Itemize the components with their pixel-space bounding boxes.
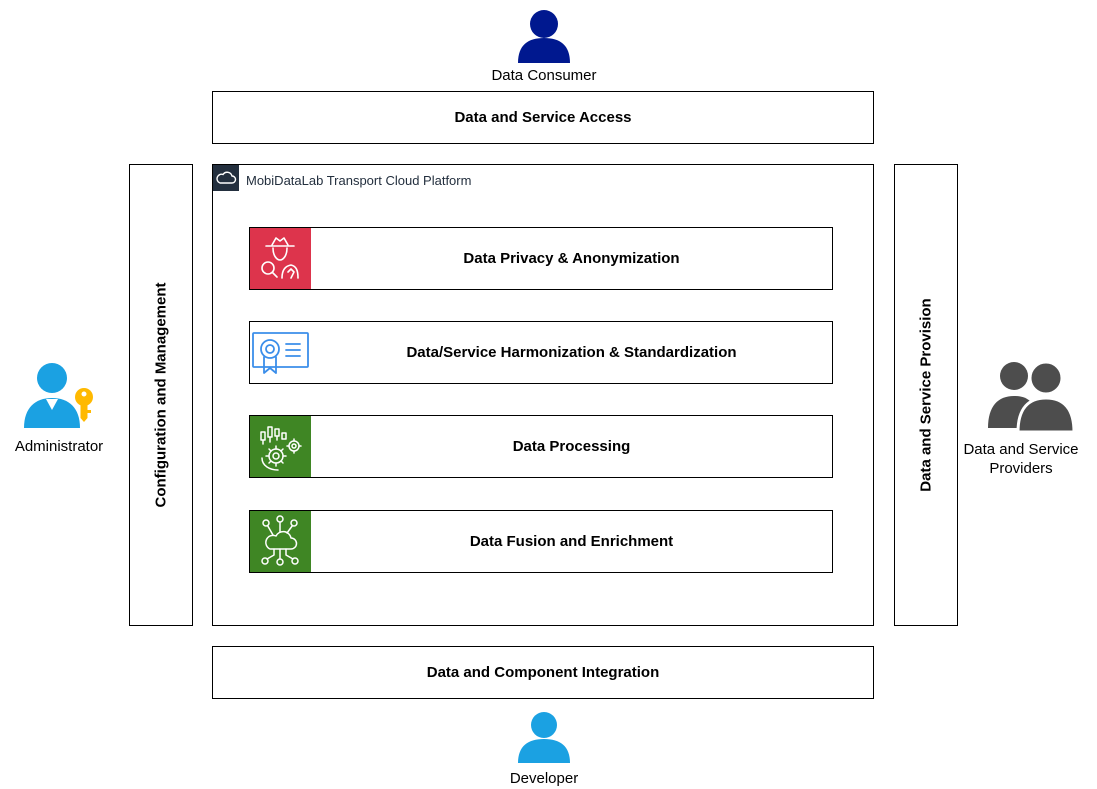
data-consumer-label: Data Consumer <box>491 67 597 84</box>
data-service-access-box: Data and Service Access <box>212 91 874 144</box>
user-icon <box>518 10 570 63</box>
data-processing-icon <box>250 416 311 477</box>
module-data-processing: Data Processing <box>249 415 833 478</box>
user-icon <box>518 712 570 763</box>
configuration-management-box: Configuration and Management <box>129 164 193 626</box>
module-label: Data Processing <box>512 438 631 455</box>
certificate-icon <box>250 322 311 383</box>
configuration-management-label: Configuration and Management <box>152 282 170 508</box>
data-service-provision-box: Data and Service Provision <box>894 164 958 626</box>
module-harmonization: Data/Service Harmonization & Standardiza… <box>249 321 833 384</box>
data-component-integration-box: Data and Component Integration <box>212 646 874 699</box>
providers-label-line2: Providers <box>989 460 1053 477</box>
module-data-fusion: Data Fusion and Enrichment <box>249 510 833 573</box>
data-component-integration-label: Data and Component Integration <box>426 664 660 681</box>
providers-actor <box>988 358 1074 432</box>
data-service-access-label: Data and Service Access <box>454 109 632 126</box>
data-service-provision-label: Data and Service Provision <box>917 298 935 492</box>
users-group-icon <box>988 360 1074 432</box>
administrator-actor <box>22 360 96 430</box>
data-consumer-actor <box>518 7 570 63</box>
developer-label: Developer <box>509 770 579 787</box>
providers-label-line1: Data and Service <box>963 441 1079 458</box>
privacy-spy-icon <box>250 228 311 289</box>
module-label: Data/Service Harmonization & Standardiza… <box>406 344 737 361</box>
cloud-tag <box>213 165 239 191</box>
platform-title: MobiDataLab Transport Cloud Platform <box>246 173 472 188</box>
key-icon <box>75 388 93 422</box>
administrator-label: Administrator <box>14 438 104 455</box>
cloud-icon <box>216 171 237 184</box>
module-label: Data Fusion and Enrichment <box>469 533 674 550</box>
developer-actor <box>518 709 570 763</box>
user-icon <box>24 363 80 428</box>
providers-label: Data and Service Providers <box>948 440 1094 478</box>
cloud-network-icon <box>250 511 311 572</box>
module-data-privacy: Data Privacy & Anonymization <box>249 227 833 290</box>
module-label: Data Privacy & Anonymization <box>463 250 680 267</box>
